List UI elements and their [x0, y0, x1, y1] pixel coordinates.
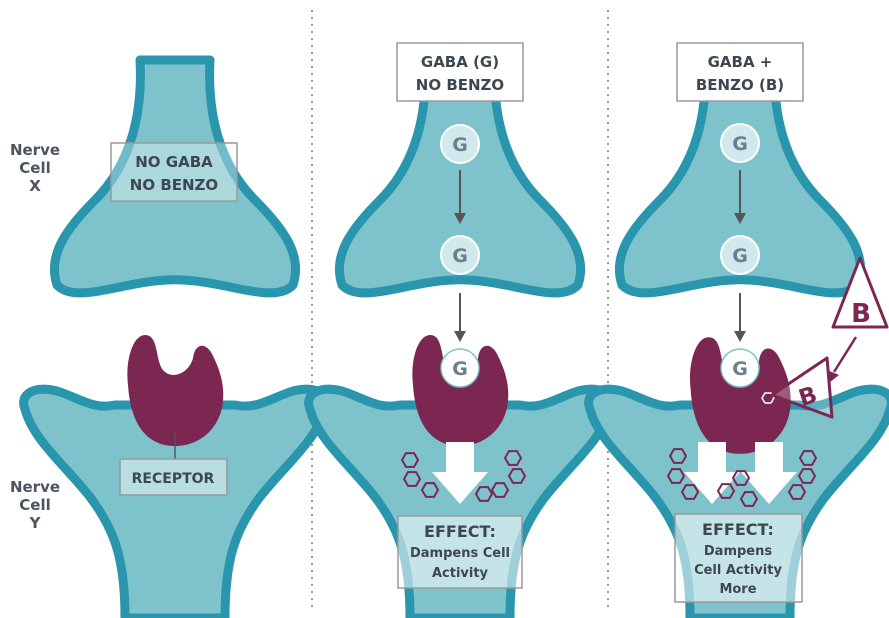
effect-line-3a: Dampens	[704, 544, 772, 559]
panel-no-gaba: RECEPTOR NO GABA NO BENZO	[24, 60, 327, 618]
nerve-cell-y-label: Nerve Cell Y	[10, 478, 60, 532]
state-title-3-line2: BENZO (B)	[696, 76, 784, 94]
svg-text:Y: Y	[29, 514, 42, 532]
state-title-2-line2: NO BENZO	[416, 76, 504, 94]
gaba-label-2: G	[732, 245, 748, 267]
panel-gaba-benzo: GABA + BENZO (B) G G G B B	[589, 43, 889, 618]
effect-line-3b: Cell Activity	[694, 563, 782, 578]
effect-line-2b: Activity	[432, 566, 489, 581]
receptor-label: RECEPTOR	[132, 471, 215, 487]
benzo-arrowhead	[827, 370, 839, 383]
gaba-label-1: G	[732, 133, 748, 155]
effect-title-2: EFFECT:	[424, 522, 496, 541]
panel-gaba-no-benzo: GABA (G) NO BENZO G G G	[309, 43, 612, 618]
svg-text:Cell: Cell	[19, 159, 50, 177]
benzo-arrow	[834, 337, 856, 372]
effect-line-2a: Dampens Cell	[410, 546, 510, 561]
state-title-2-line1: GABA (G)	[421, 53, 499, 71]
receptor-shape	[127, 335, 223, 446]
state-title-3-line1: GABA +	[708, 53, 773, 71]
nerve-cell-x-label: Nerve Cell X	[10, 141, 60, 195]
state-title-1-line1: NO GABA	[135, 153, 213, 171]
effect-line-3c: More	[719, 582, 756, 597]
gaba-label-1: G	[452, 134, 468, 156]
flow-arrowhead-2	[454, 331, 466, 342]
gaba-label-2: G	[452, 245, 468, 267]
svg-text:X: X	[29, 177, 41, 195]
svg-text:Cell: Cell	[19, 496, 50, 514]
benzo-label-free: B	[851, 299, 871, 329]
flow-arrowhead-2	[734, 331, 746, 342]
gaba-label-bound: G	[732, 358, 748, 380]
state-title-1-line2: NO BENZO	[130, 176, 218, 194]
svg-text:Nerve: Nerve	[10, 141, 60, 159]
effect-title-3: EFFECT:	[702, 520, 774, 539]
gaba-label-bound: G	[452, 358, 468, 380]
svg-text:Nerve: Nerve	[10, 478, 60, 496]
